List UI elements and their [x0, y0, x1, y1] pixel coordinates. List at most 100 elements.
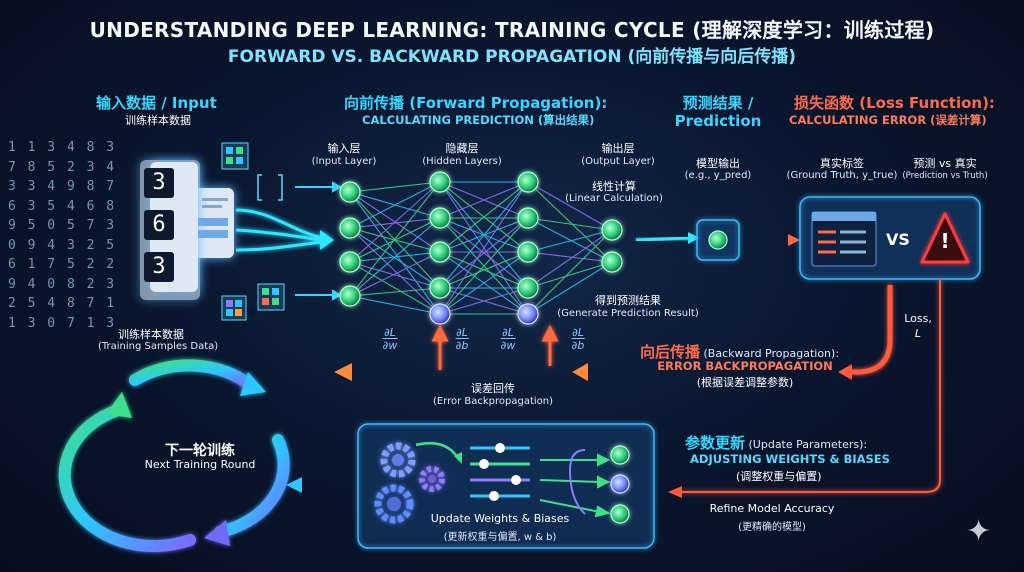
hidden-2-node — [517, 207, 539, 229]
network-edge — [349, 295, 441, 315]
hidden-1-node — [429, 277, 451, 299]
input-node — [339, 181, 361, 203]
input-caption-cn: 训练样本数据 — [118, 328, 184, 341]
sample-digit-1: 3 — [144, 168, 174, 198]
sliders-icon — [470, 443, 530, 501]
update-node-3 — [610, 504, 630, 524]
input-caption-en: (Training Samples Data) — [98, 341, 219, 352]
input-arrow-head — [320, 230, 334, 250]
backward-up-arrows — [431, 324, 559, 370]
linear-calc-label-en: (Linear Calculation) — [565, 193, 663, 204]
hidden-layer-label: 隐藏层 — [445, 142, 479, 155]
grad-b-1: ∂L∂b — [455, 326, 469, 352]
error-backprop-label: 误差回传 — [471, 382, 515, 395]
input-node — [339, 285, 361, 307]
network-edge — [439, 251, 529, 289]
network-edge — [439, 217, 529, 289]
training-cycle-ring — [58, 359, 290, 553]
network-edge — [439, 181, 529, 219]
ground-truth-label: 真实标签 — [820, 157, 864, 170]
network-edge — [349, 287, 441, 297]
network-edge — [439, 251, 529, 315]
update-node-1 — [610, 445, 630, 465]
update-subheader: ADJUSTING WEIGHTS & BIASES — [690, 452, 890, 466]
model-output-label: 模型输出 — [696, 157, 740, 170]
data-cube-icon-2 — [257, 283, 285, 311]
input-node — [339, 217, 361, 239]
network-edge — [527, 181, 613, 263]
loss-subheader: CALCULATING ERROR (误差计算) — [789, 113, 987, 127]
network-edge — [349, 251, 441, 297]
network-edge — [349, 191, 441, 315]
sample-digit-3: 3 — [144, 252, 174, 282]
network-edge — [439, 181, 529, 289]
next-round-label-en: Next Training Round — [144, 458, 256, 471]
output-layer-label-en: (Output Layer) — [581, 156, 655, 167]
hidden-1-node — [429, 207, 451, 229]
network-edge — [349, 261, 441, 289]
prediction-node — [708, 230, 728, 250]
loss-value-label: Loss, — [904, 312, 932, 325]
hidden-layer-label-en: (Hidden Layers) — [422, 156, 502, 167]
hidden-2-node — [517, 241, 539, 263]
network-edge — [527, 261, 613, 289]
update-subheader-cn: (调整权重与偏置) — [736, 470, 822, 483]
backward-subheader: ERROR BACKPROPAGATION — [657, 359, 833, 373]
update-panel — [357, 423, 655, 549]
page-title: UNDERSTANDING DEEP LEARNING: TRAINING CY… — [89, 18, 935, 42]
network-edge — [349, 181, 441, 263]
forward-header: 向前传播 (Forward Propagation): — [344, 94, 608, 112]
hidden-2-node — [517, 303, 539, 325]
update-header-en: (Update Parameters): — [745, 438, 868, 451]
backward-header-cn: 向后传播 — [640, 343, 701, 361]
grad-w-1: ∂L∂w — [382, 326, 398, 352]
output-layer-label: 输出层 — [601, 142, 635, 155]
next-round-label: 下一轮训练 — [165, 443, 235, 459]
backward-header-en: (Backward Propagation): — [700, 347, 840, 360]
network-edge — [439, 217, 529, 315]
grad-w-2: ∂L∂w — [500, 326, 516, 352]
network-edge — [527, 229, 613, 289]
refine-accuracy-label: Refine Model Accuracy — [709, 502, 835, 515]
input-layer-label-en: (Input Layer) — [311, 156, 377, 167]
network-nodes — [339, 171, 623, 325]
network-edge — [527, 217, 613, 263]
update-header-cn: 参数更新 — [685, 434, 746, 452]
page-subtitle: FORWARD VS. BACKWARD PROPAGATION (向前传播与向… — [227, 47, 797, 67]
linear-calc-label: 线性计算 — [592, 180, 636, 193]
forward-subheader: CALCULATING PREDICTION (算出结果) — [362, 113, 595, 127]
output-node — [601, 251, 623, 273]
matrix-bracket-icon — [257, 174, 283, 201]
network-edge — [349, 217, 441, 229]
hidden-2-node — [517, 277, 539, 299]
data-cube-icon-1 — [221, 142, 249, 170]
gears-icon — [374, 442, 445, 524]
prediction-header: 预测结果 / — [682, 94, 754, 112]
input-subheader: 训练样本数据 — [125, 114, 191, 127]
network-edge — [527, 261, 613, 315]
network-edge — [527, 229, 613, 253]
network-edge — [439, 287, 529, 315]
update-header: 参数更新 (Update Parameters): — [685, 432, 867, 453]
hidden-2-node — [517, 171, 539, 193]
backward-header: 向后传播 (Backward Propagation): — [640, 341, 839, 362]
loss-to-update-line — [680, 280, 941, 493]
pred-vs-truth-label: 预测 vs 真实 — [913, 157, 977, 170]
vs-label: VS — [886, 230, 910, 249]
input-flow-arrows — [235, 208, 323, 252]
prediction-result-label-en: (Generate Prediction Result) — [557, 308, 699, 319]
input-layer-label: 输入层 — [327, 142, 361, 155]
data-cube-icon-3 — [221, 295, 247, 321]
sample-card-front: 3 6 3 — [144, 162, 198, 292]
loss-symbol: L — [914, 327, 922, 340]
network-edge — [439, 181, 529, 253]
network-edge — [349, 181, 441, 193]
output-node — [601, 219, 623, 241]
update-box-label: Update Weights & Biases — [430, 512, 570, 525]
network-edge — [349, 217, 441, 297]
update-node-2 — [610, 474, 630, 494]
sparkle-icon: ✦ — [966, 514, 992, 549]
loss-header: 损失函数 (Loss Function): — [794, 94, 995, 112]
network-edge — [349, 217, 441, 263]
